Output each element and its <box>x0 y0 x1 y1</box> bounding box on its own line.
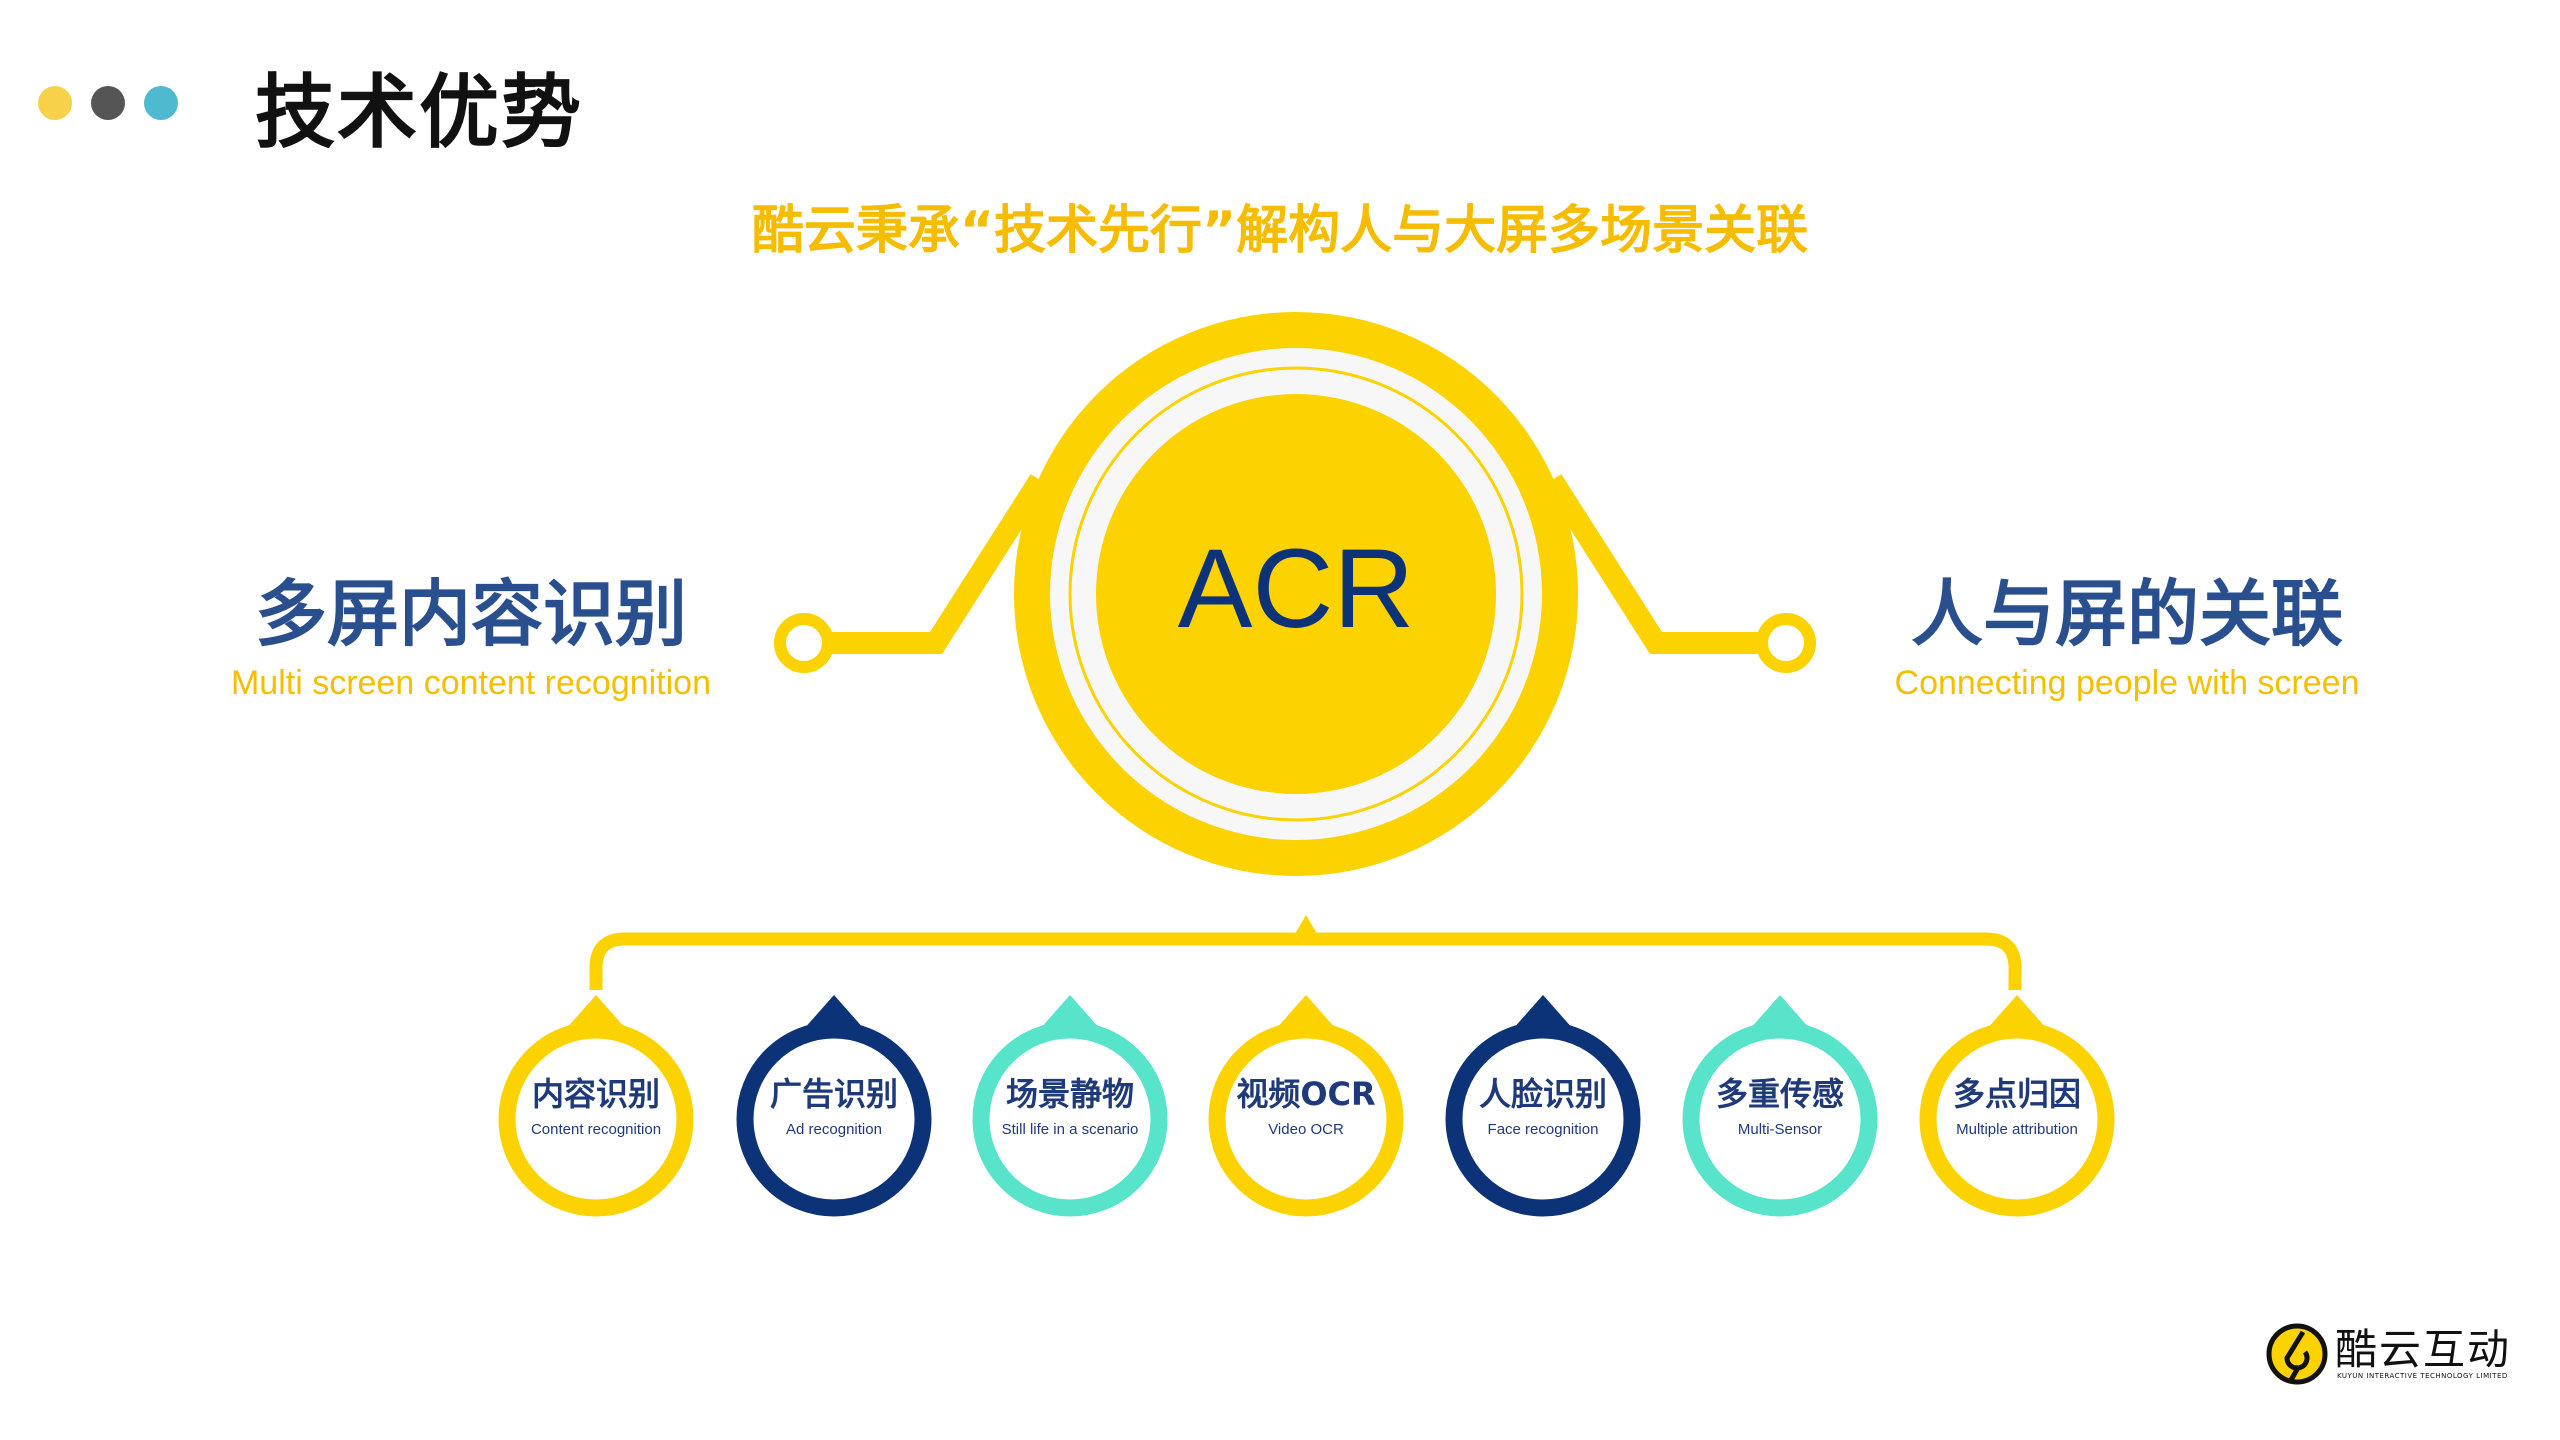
right-title: 人与屏的关联 <box>1910 572 2343 656</box>
node-subtitle: Face recognition <box>1487 1121 1599 1138</box>
node-3: 视频OCR Video OCR <box>1216 1069 1396 1138</box>
node-0: 内容识别 Content recognition <box>506 1069 686 1138</box>
node-subtitle: Multi-Sensor <box>1737 1121 1823 1138</box>
right-subtitle: Connecting people with screen <box>1894 664 2360 702</box>
node-subtitle: Video OCR <box>1268 1121 1344 1138</box>
logo-icon <box>2266 1323 2328 1385</box>
node-title: 内容识别 <box>531 1075 660 1113</box>
company-logo: 酷云互动 KUYUN INTERACTIVE TECHNOLOGY LIMITE… <box>2265 1320 2525 1390</box>
node-5: 多重传感 Multi-Sensor <box>1690 1069 1870 1138</box>
node-title: 广告识别 <box>769 1075 898 1113</box>
node-title: 视频OCR <box>1236 1075 1376 1113</box>
node-ring <box>498 1021 694 1217</box>
logo-tagline: KUYUN INTERACTIVE TECHNOLOGY LIMITED <box>2337 1372 2508 1380</box>
acr-label: ACR <box>1177 526 1415 651</box>
left-title: 多屏内容识别 <box>254 572 687 656</box>
branch-pointer <box>1292 915 1320 939</box>
node-subtitle: Multiple attribution <box>1956 1121 2078 1138</box>
dot-gray <box>91 86 125 120</box>
left-connector-node <box>774 613 834 673</box>
right-connector-line <box>1542 474 1760 654</box>
acr-inner-circle <box>1096 394 1496 794</box>
node-ring <box>1208 1021 1404 1217</box>
page-subtitle: 酷云秉承“技术先行”解构人与大屏多场景关联 <box>751 201 1809 261</box>
node-subtitle: Still life in a scenario <box>1001 1121 1139 1138</box>
page-title: 技术优势 <box>255 66 583 159</box>
node-2: 场景静物 Still life in a scenario <box>980 1069 1160 1138</box>
logo-name: 酷云互动 <box>2335 1325 2512 1374</box>
node-ring <box>736 1021 932 1217</box>
branch-bracket <box>589 932 2022 990</box>
left-subtitle: Multi screen content recognition <box>230 664 712 702</box>
dot-yellow <box>38 86 72 120</box>
node-1: 广告识别 Ad recognition <box>744 1069 924 1138</box>
node-6: 多点归因 Multiple attribution <box>1927 1069 2107 1138</box>
node-title: 多点归因 <box>1952 1075 2081 1113</box>
node-ring <box>1682 1021 1878 1217</box>
node-ring <box>1445 1021 1641 1217</box>
dot-teal <box>144 86 178 120</box>
node-title: 多重传感 <box>1715 1075 1844 1113</box>
node-4: 人脸识别 Face recognition <box>1453 1069 1633 1138</box>
right-connector-node <box>1756 613 1816 673</box>
node-subtitle: Content recognition <box>530 1121 662 1138</box>
node-title: 人脸识别 <box>1478 1075 1607 1113</box>
node-title: 场景静物 <box>1005 1075 1134 1113</box>
left-connector-line <box>830 474 1050 654</box>
node-ring <box>972 1021 1168 1217</box>
node-ring <box>1919 1021 2115 1217</box>
node-subtitle: Ad recognition <box>786 1121 882 1138</box>
acr-thin-ring <box>1068 366 1524 822</box>
